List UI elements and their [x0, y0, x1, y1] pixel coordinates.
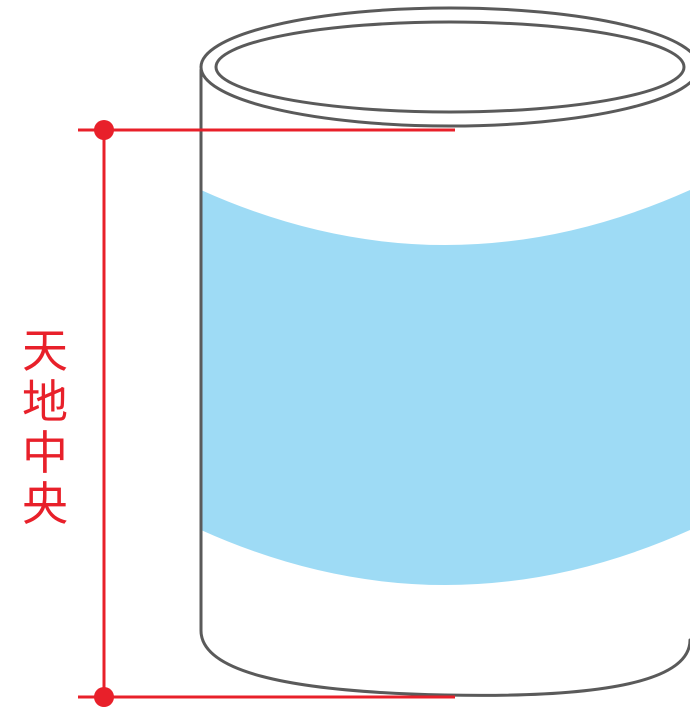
label-band: [201, 190, 690, 585]
measure-bottom-dot: [94, 687, 114, 707]
top-rim-inner: [214, 20, 686, 114]
vertical-label: 天 地 中 央: [22, 324, 68, 531]
label-char-2: 地: [22, 375, 68, 429]
top-rim-outer: [199, 6, 690, 128]
label-char-3: 中: [22, 426, 68, 480]
label-char-1: 天: [22, 324, 68, 378]
measure-top-dot: [94, 120, 114, 140]
cylinder-body-outline: [199, 68, 690, 697]
label-char-4: 央: [22, 477, 68, 531]
